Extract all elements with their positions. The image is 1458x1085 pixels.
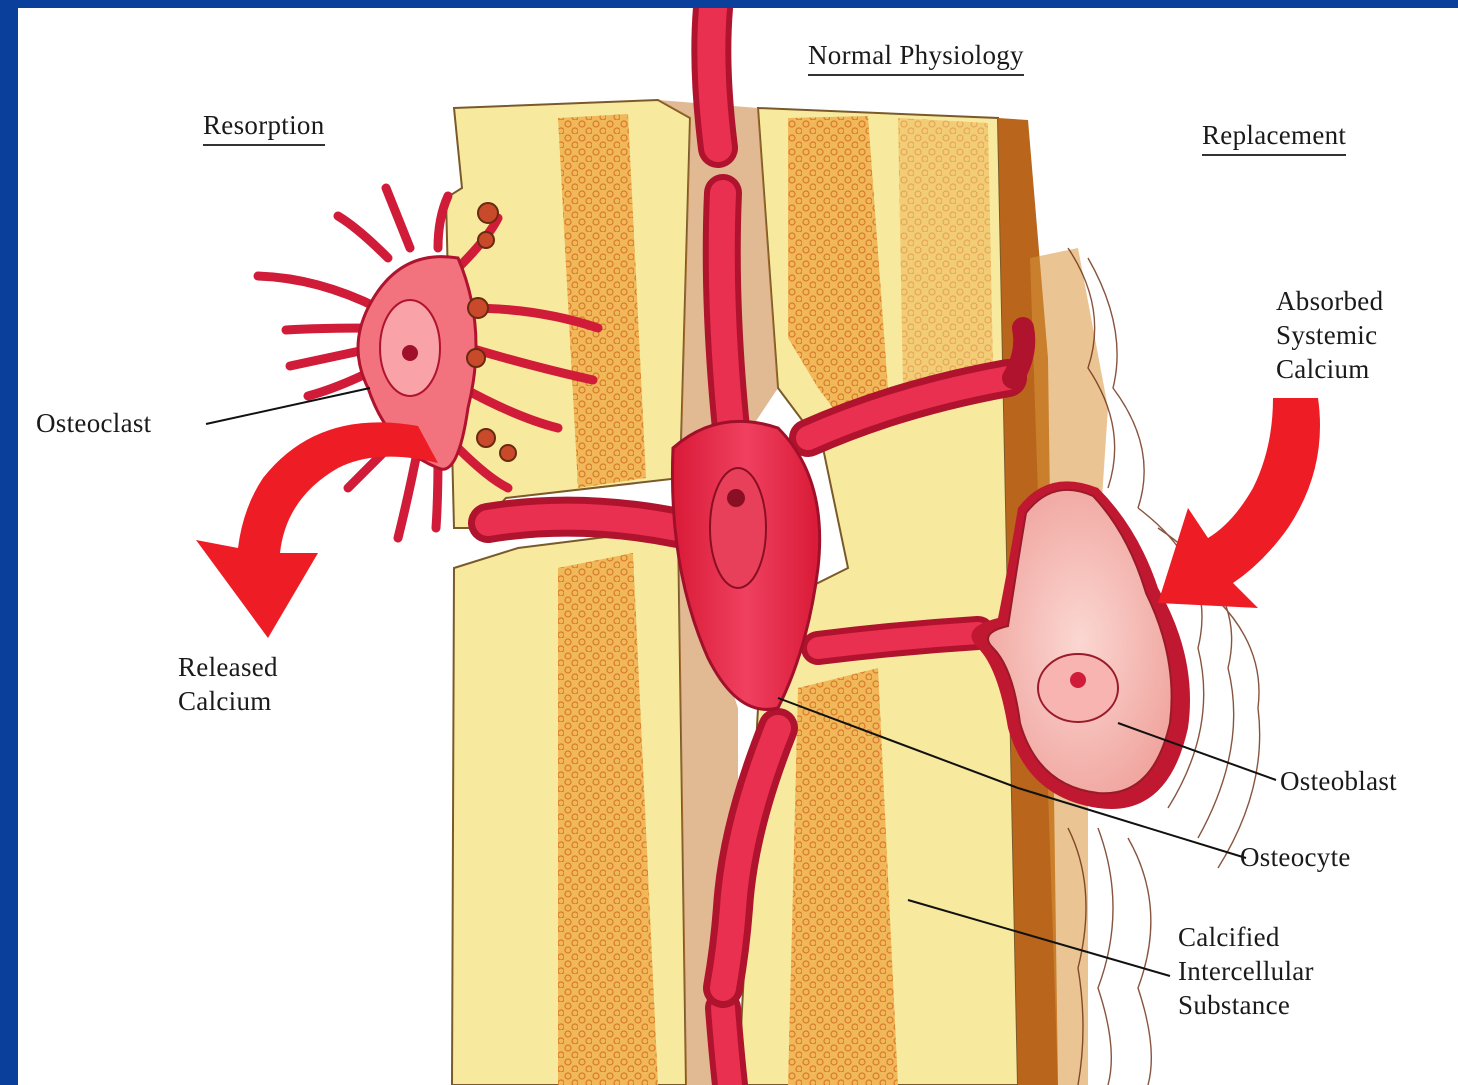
normal-physiology-header: Normal Physiology: [808, 38, 1024, 76]
absorbed-calcium-label: Absorbed Systemic Calcium: [1276, 284, 1383, 386]
absorbed-calcium-line-1: Absorbed: [1276, 284, 1383, 318]
replacement-header: Replacement: [1202, 118, 1346, 156]
absorbed-calcium-line-2: Systemic: [1276, 318, 1383, 352]
released-calcium-line-1: Released: [178, 650, 278, 684]
calcified-line-1: Calcified: [1178, 920, 1314, 954]
osteocyte-label: Osteocyte: [1240, 840, 1351, 874]
calcified-line-3: Substance: [1178, 988, 1314, 1022]
resorption-header: Resorption: [203, 108, 325, 146]
calcified-substance-label: Calcified Intercellular Substance: [1178, 920, 1314, 1022]
osteoclast-label: Osteoclast: [36, 406, 151, 440]
osteoblast-label: Osteoblast: [1280, 764, 1397, 798]
released-calcium-label: Released Calcium: [178, 650, 278, 718]
absorbed-calcium-line-3: Calcium: [1276, 352, 1383, 386]
released-calcium-line-2: Calcium: [178, 684, 278, 718]
absorbed-calcium-arrow: [1158, 398, 1320, 608]
illustration-frame: Resorption Normal Physiology Replacement…: [18, 8, 1458, 1085]
calcified-line-2: Intercellular: [1178, 954, 1314, 988]
